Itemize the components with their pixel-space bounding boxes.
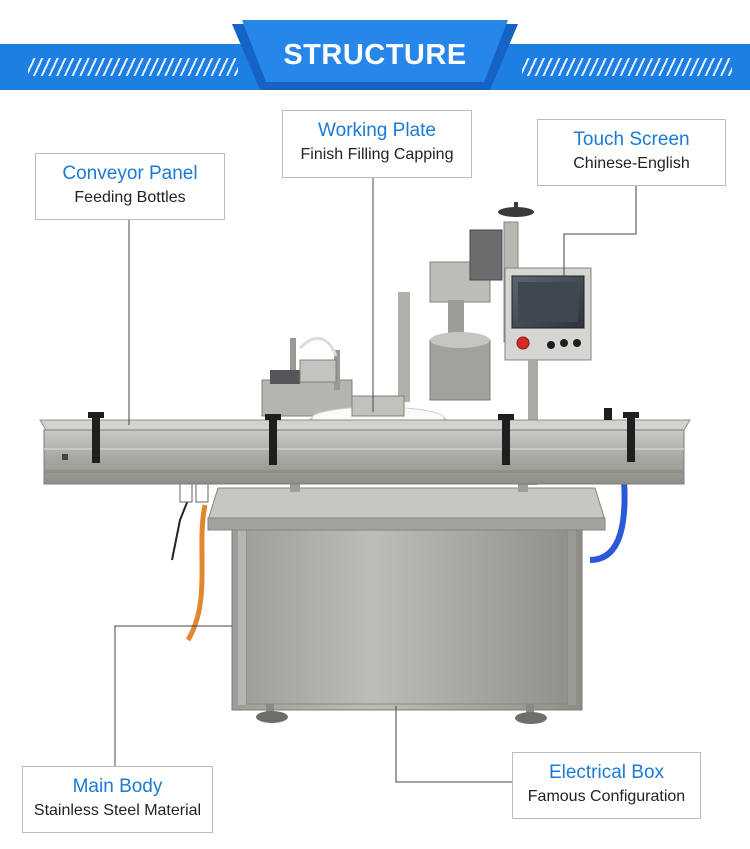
table-top — [207, 487, 606, 531]
callout-working-plate: Working Plate Finish Filling Capping — [282, 110, 472, 178]
title-badge — [232, 20, 518, 90]
callout-heading: Electrical Box — [548, 762, 665, 783]
filling-head — [261, 336, 353, 417]
callout-heading: Working Plate — [318, 120, 436, 141]
callout-heading: Main Body — [72, 776, 163, 797]
conveyor-rail — [39, 419, 691, 485]
machine-feet — [256, 704, 547, 724]
callout-subtext: Chinese-English — [573, 155, 690, 172]
callout-subtext: Finish Filling Capping — [300, 146, 454, 163]
header-stripes-left — [28, 58, 238, 76]
capping-head — [398, 202, 534, 402]
blue-hose — [589, 467, 628, 563]
callout-subtext: Stainless Steel Material — [33, 802, 202, 819]
callout-conveyor-panel: Conveyor Panel Feeding Bottles — [35, 153, 225, 220]
cabinet — [231, 519, 583, 711]
leader-main-body — [114, 625, 232, 766]
callout-heading: Touch Screen — [573, 129, 690, 150]
leader-electrical-box — [395, 706, 512, 783]
callout-touch-screen: Touch Screen Chinese-English — [537, 119, 726, 186]
conveyor-brackets — [88, 408, 639, 465]
callout-subtext: Famous Configuration — [527, 788, 686, 805]
header-stripes-right — [522, 58, 732, 76]
page-title: STRUCTURE — [283, 38, 467, 71]
callout-subtext: Feeding Bottles — [74, 189, 186, 206]
leader-touch-screen — [563, 186, 637, 278]
callout-electrical-box: Electrical Box Famous Configuration — [512, 752, 701, 819]
callout-heading: Conveyor Panel — [62, 163, 198, 184]
black-cable — [171, 494, 191, 561]
callout-main-body: Main Body Stainless Steel Material — [22, 766, 213, 833]
